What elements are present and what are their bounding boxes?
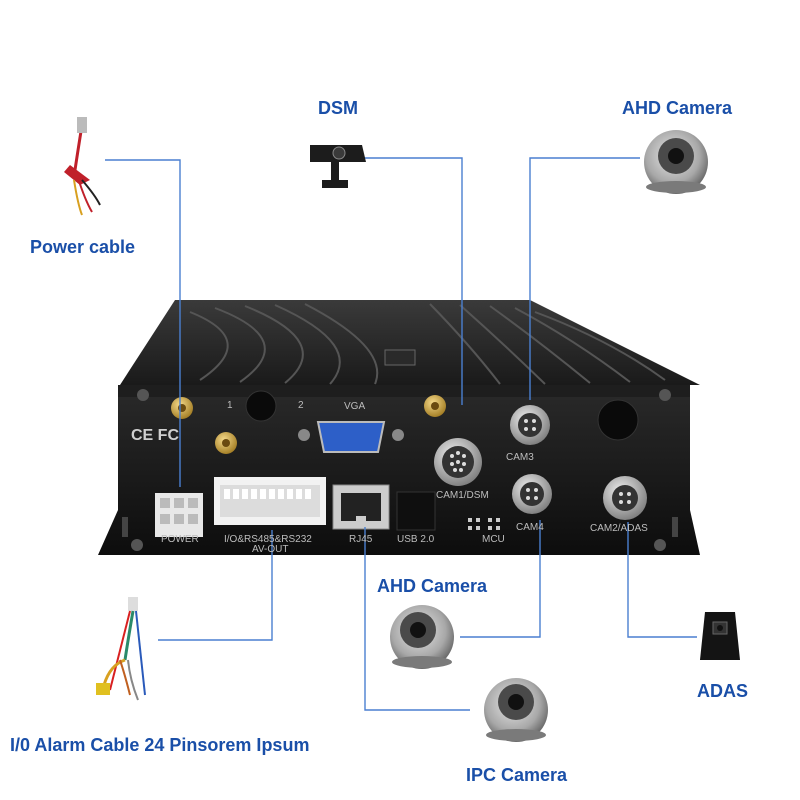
usb-label: USB 2.0	[397, 534, 435, 545]
rj45-port	[332, 484, 390, 530]
usb-port	[396, 491, 436, 531]
cam4-connector	[512, 474, 552, 514]
cam2-adas-label: CAM2/ADAS	[590, 523, 648, 534]
cam1-connector	[434, 438, 482, 486]
adas-camera-image	[700, 612, 740, 660]
cam3-connector	[510, 405, 550, 445]
power-label: POWER	[161, 534, 199, 545]
power-port	[155, 493, 203, 537]
cam3-label: CAM3	[506, 452, 534, 463]
power-cable-image	[64, 117, 101, 216]
ipc-camera-image	[484, 678, 548, 742]
connector-lines	[105, 157, 697, 711]
cam1-dsm-label: CAM1/DSM	[436, 490, 489, 501]
ce-fc-label: CE FC	[131, 427, 179, 444]
cam4-label: CAM4	[516, 522, 544, 533]
dsm-camera-image	[310, 145, 366, 188]
ahd-camera-top-label: AHD Camera	[622, 98, 733, 118]
vga-port	[298, 421, 404, 453]
io-cable-image	[96, 597, 146, 701]
vga-label: VGA	[344, 401, 366, 412]
cam2-connector	[603, 476, 647, 520]
rj45-label: RJ45	[349, 534, 373, 545]
av-out-label: AV-OUT	[252, 544, 289, 555]
mcu-pins	[468, 518, 500, 530]
io-cable-label: I/0 Alarm Cable 24 Pinsorem Ipsum	[10, 735, 310, 755]
adas-label: ADAS	[697, 681, 749, 701]
device-top-heatsink	[120, 300, 700, 385]
wifi2-label: 2	[298, 400, 304, 411]
ahd-camera-bottom-image	[390, 605, 454, 669]
io-port	[214, 477, 326, 525]
io-label: I/O&RS485&RS232	[224, 534, 312, 545]
wifi1-label: 1	[227, 400, 233, 411]
device-front-panel	[98, 385, 700, 555]
power-cable-label: Power cable	[30, 237, 136, 257]
mcu-label: MCU	[482, 534, 505, 545]
ipc-camera-label: IPC Camera	[466, 765, 568, 785]
dsm-label: DSM	[318, 98, 358, 118]
ahd-camera-bottom-label: AHD Camera	[377, 576, 488, 596]
ahd-camera-top-image	[644, 130, 708, 194]
